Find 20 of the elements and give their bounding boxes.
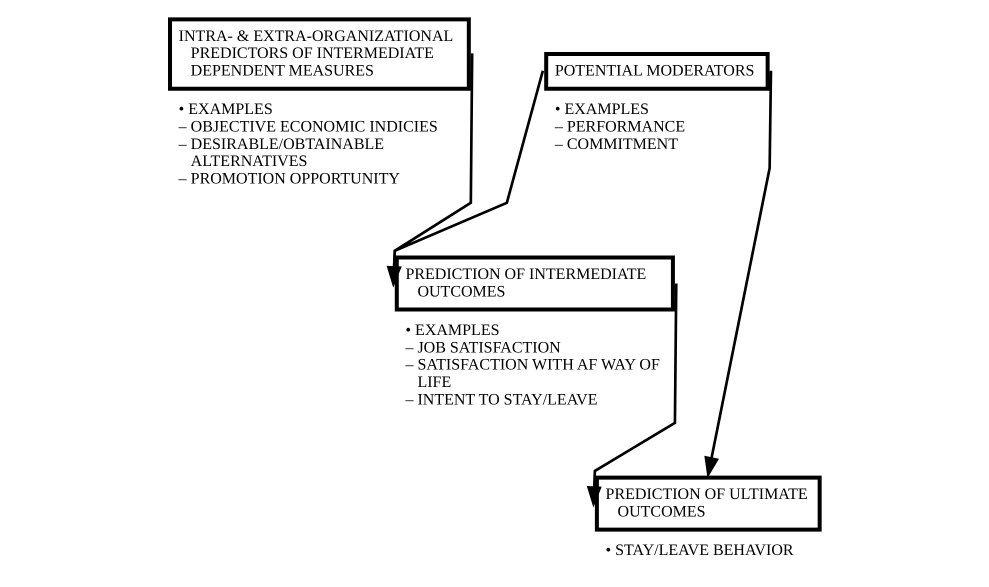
node-label: – PERFORMANCE	[554, 118, 686, 136]
node-label: – OBJECTIVE ECONOMIC INDICIES	[178, 118, 438, 136]
arrow	[704, 70, 772, 478]
arrow	[586, 283, 678, 508]
arrow	[386, 70, 544, 288]
node-label: • EXAMPLES	[178, 101, 273, 118]
node-box: INTRA- & EXTRA-ORGANIZATIONAL PREDICTORS OF INTERMEDIATE DEPENDENT MEASURES	[168, 17, 471, 91]
node-label: – DESIRABLE/OBTAINABLE ALTERNATIVES	[178, 136, 384, 170]
node-label: – PROMOTION OPPORTUNITY	[178, 170, 400, 188]
node-box: PREDICTION OF ULTIMATE OUTCOMES	[594, 476, 822, 532]
node-label: – JOB SATISFACTION	[405, 339, 561, 356]
node-label: – INTENT TO STAY/LEAVE	[405, 391, 598, 408]
node-label: • STAY/LEAVE BEHAVIOR	[606, 542, 794, 560]
node-label: • EXAMPLES	[405, 322, 500, 339]
node-box: POTENTIAL MODERATORS	[544, 52, 770, 91]
node-label: • EXAMPLES	[554, 101, 649, 118]
arrow	[386, 53, 474, 288]
node-label: – COMMITMENT	[554, 136, 678, 153]
node-box: PREDICTION OF INTERMEDIATE OUTCOMES	[394, 255, 675, 312]
node-label: – SATISFACTION WITH AF WAY OF LIFE	[405, 356, 660, 392]
